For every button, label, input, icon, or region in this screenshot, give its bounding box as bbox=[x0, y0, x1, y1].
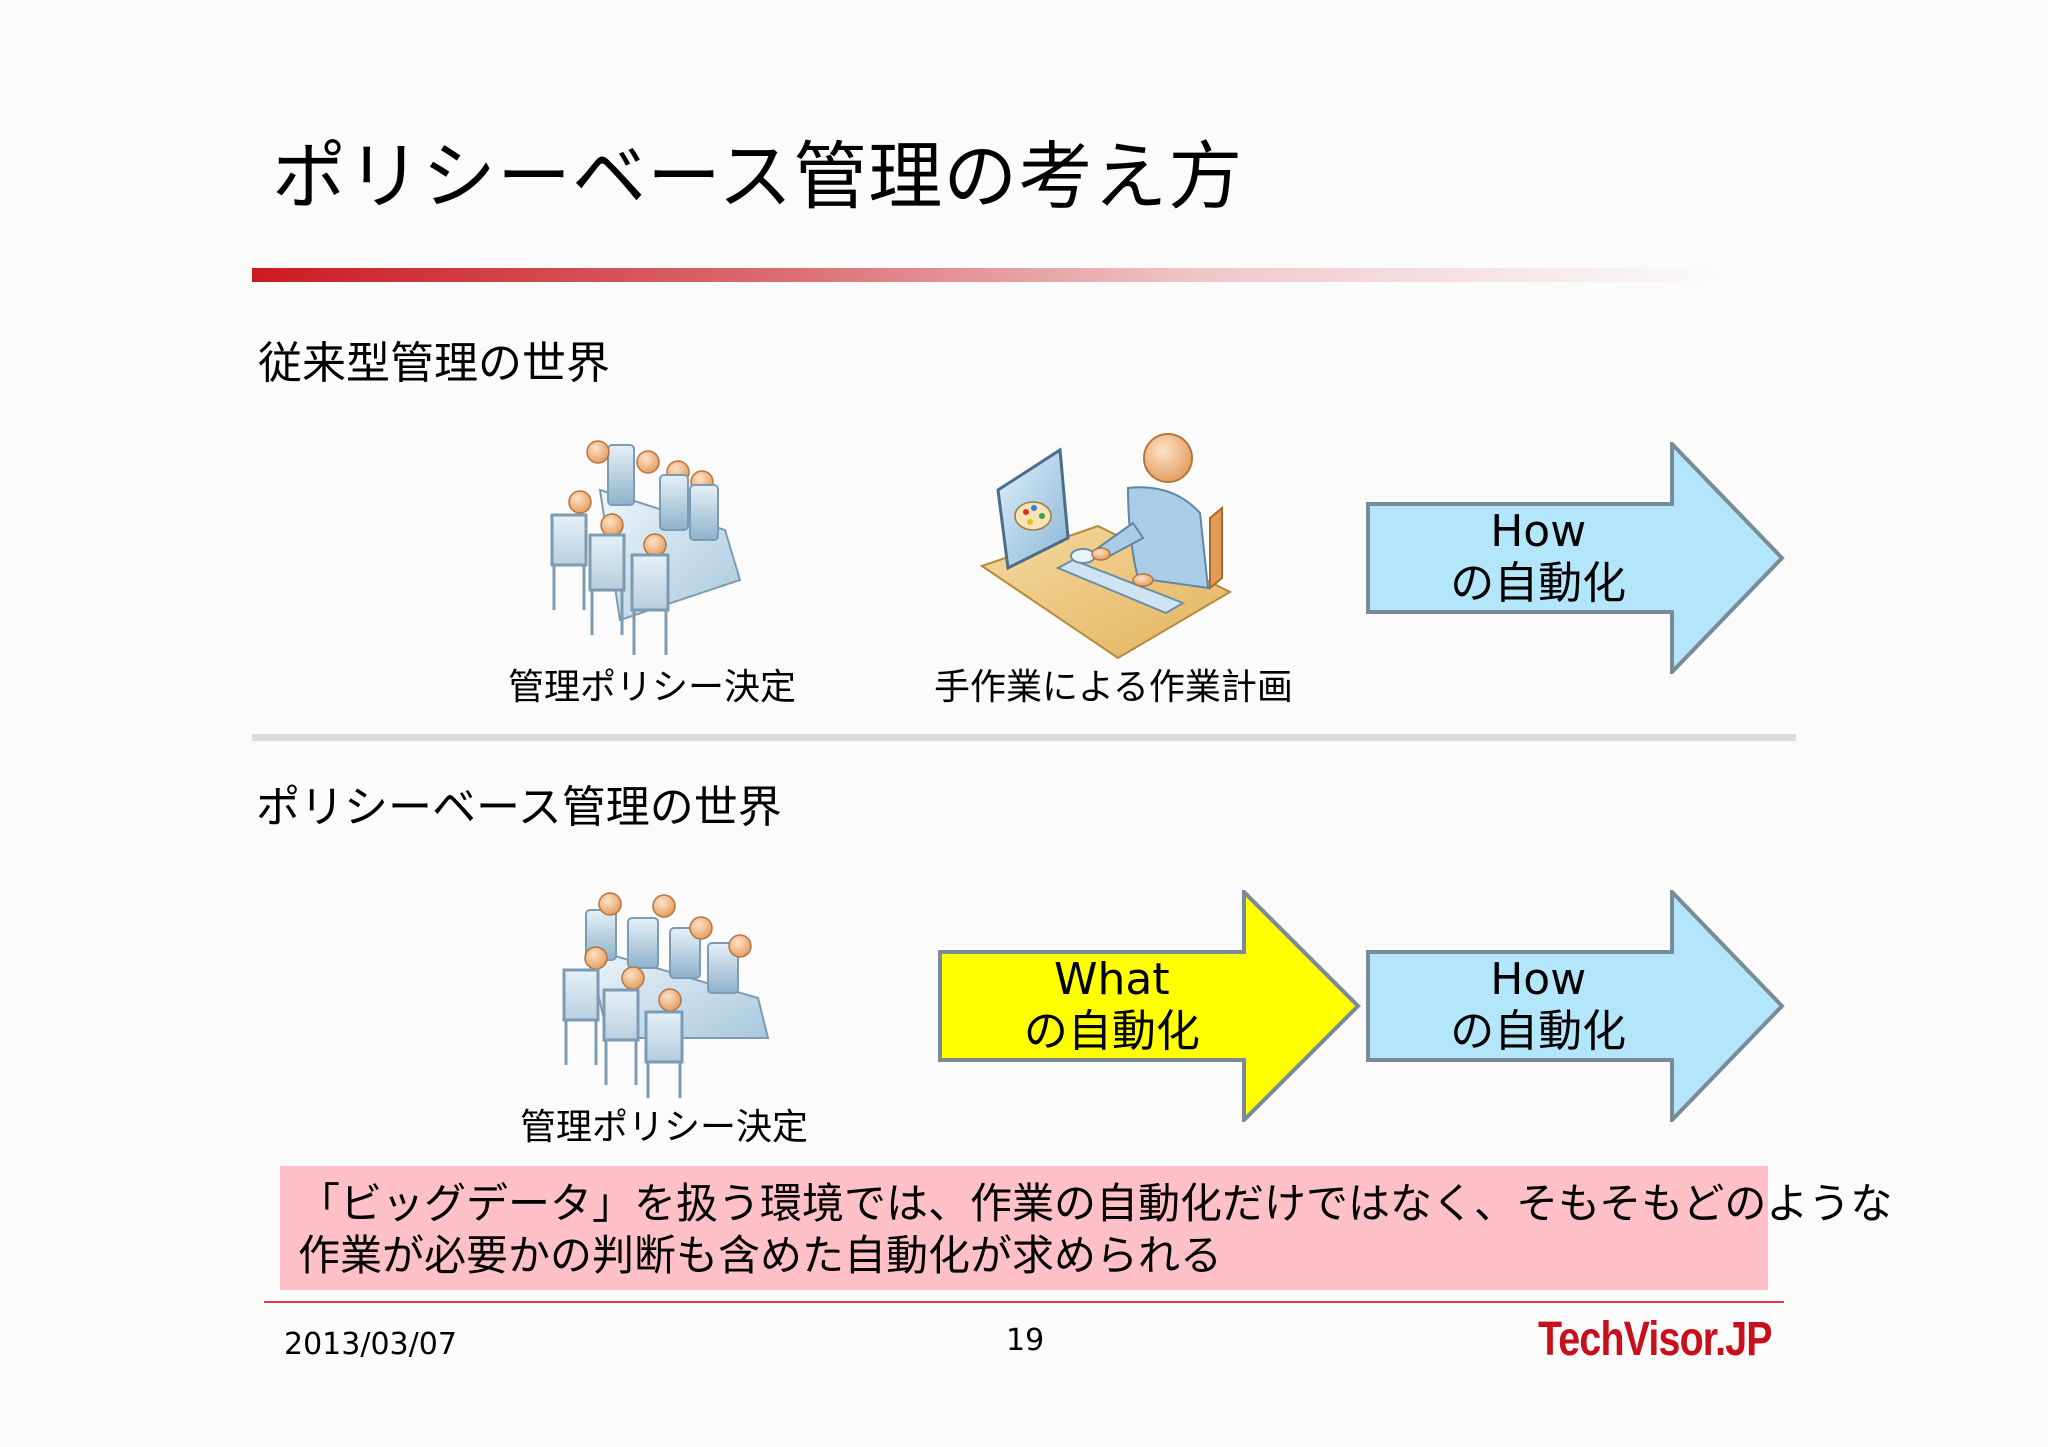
meeting-caption: 管理ポリシー決定 bbox=[520, 1107, 809, 1148]
what-automation-arrow: What の自動化 bbox=[938, 890, 1362, 1122]
policy-based-heading: ポリシーベース管理の世界 bbox=[256, 782, 782, 833]
how-arrow-line1: How bbox=[1490, 506, 1587, 557]
what-arrow-shape bbox=[938, 890, 1361, 1122]
footer-rule bbox=[264, 1301, 1784, 1303]
what-arrow-line1: What bbox=[1054, 954, 1170, 1005]
title-underline bbox=[252, 268, 1722, 282]
meeting-icon bbox=[562, 892, 770, 1098]
meeting-caption: 管理ポリシー決定 bbox=[508, 667, 797, 708]
note-box: 「ビッグデータ」を扱う環境では、作業の自動化だけではなく、そもそもどのような 作… bbox=[280, 1166, 1893, 1290]
footer-date: 2013/03/07 bbox=[284, 1327, 457, 1362]
how-arrow-shape bbox=[1366, 890, 1785, 1122]
slide-title: ポリシーベース管理の考え方 bbox=[272, 134, 1244, 220]
page-number: 19 bbox=[1006, 1323, 1045, 1358]
note-line-1: 「ビッグデータ」を扱う環境では、作業の自動化だけではなく、そもそもどのような bbox=[298, 1179, 1893, 1228]
traditional-heading: 従来型管理の世界 bbox=[258, 338, 610, 389]
meeting-icon bbox=[550, 440, 742, 655]
how-arrow-line2: の自動化 bbox=[1450, 1006, 1627, 1057]
techvisor-logo: TechVisor.JP bbox=[1538, 1313, 1773, 1366]
how-automation-arrow: How の自動化 bbox=[1366, 890, 1786, 1122]
note-line-2: 作業が必要かの判断も含めた自動化が求められる bbox=[298, 1231, 1223, 1280]
manual-work-caption: 手作業による作業計画 bbox=[934, 667, 1293, 708]
manual-work-icon bbox=[979, 433, 1233, 660]
how-arrow-shape bbox=[1366, 442, 1785, 674]
what-arrow-line2: の自動化 bbox=[1023, 1006, 1200, 1057]
how-arrow-line1: How bbox=[1490, 954, 1587, 1005]
section-divider bbox=[252, 734, 1796, 741]
how-automation-arrow: How の自動化 bbox=[1366, 442, 1786, 674]
how-arrow-line2: の自動化 bbox=[1450, 558, 1627, 609]
